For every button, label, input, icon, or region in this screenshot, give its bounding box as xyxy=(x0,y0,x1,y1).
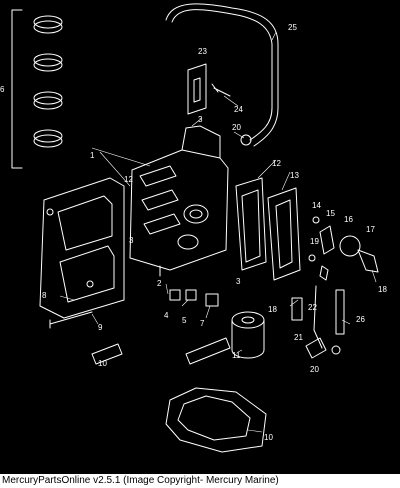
cover-plate[interactable] xyxy=(267,187,301,281)
sensor[interactable] xyxy=(357,249,379,273)
cylinder-block[interactable] xyxy=(129,125,229,271)
callout-11: 11 xyxy=(232,351,241,360)
sealant-tube-center[interactable] xyxy=(185,337,231,365)
callout-3c: 3 xyxy=(236,277,241,286)
thermostat[interactable] xyxy=(319,225,335,255)
clamp[interactable] xyxy=(240,134,252,146)
callout-3b: 3 xyxy=(129,236,134,245)
callout-18b: 18 xyxy=(268,305,277,314)
callout-16: 16 xyxy=(344,215,353,224)
plug[interactable] xyxy=(185,289,197,301)
callout-10b: 10 xyxy=(264,433,273,442)
callout-19: 19 xyxy=(310,237,319,246)
gasket[interactable] xyxy=(235,177,267,271)
callout-5: 5 xyxy=(182,316,187,325)
callout-24: 24 xyxy=(234,105,243,114)
washer[interactable] xyxy=(312,216,320,224)
crankcase-cover[interactable] xyxy=(39,177,125,319)
exploded-parts-diagram: 1 2 3 3 3 4 5 6 7 8 9 10 10 11 12 12 13 … xyxy=(0,3,387,453)
callout-21: 21 xyxy=(294,333,303,342)
callout-17: 17 xyxy=(366,225,375,234)
hose-bracket[interactable] xyxy=(187,63,207,115)
callout-1: 1 xyxy=(90,151,95,160)
callout-20a: 20 xyxy=(232,123,241,132)
callout-22: 22 xyxy=(308,303,317,312)
callout-15: 15 xyxy=(326,209,335,218)
callout-3a: 3 xyxy=(198,115,203,124)
image-copyright-footer: MercuryPartsOnline v2.5.1 (Image Copyrig… xyxy=(0,474,400,488)
callout-26: 26 xyxy=(356,315,365,324)
connector[interactable] xyxy=(305,337,327,359)
grommet[interactable] xyxy=(308,254,316,262)
dowel-pin[interactable] xyxy=(169,289,181,301)
leader-lines xyxy=(59,31,377,433)
callout-14: 14 xyxy=(312,201,321,210)
callout-4: 4 xyxy=(164,311,169,320)
callout-12a: 12 xyxy=(272,159,281,168)
callout-6: 6 xyxy=(0,85,5,94)
callout-9: 9 xyxy=(98,323,103,332)
callout-12b: 12 xyxy=(124,175,133,184)
tube[interactable] xyxy=(335,289,345,335)
callout-13: 13 xyxy=(290,171,299,180)
piston-rings-group[interactable] xyxy=(11,9,63,169)
callout-18a: 18 xyxy=(378,285,387,294)
bolt[interactable] xyxy=(49,311,93,329)
callout-10a: 10 xyxy=(98,359,107,368)
callout-20b: 20 xyxy=(310,365,319,374)
callout-23: 23 xyxy=(198,47,207,56)
fitting[interactable] xyxy=(319,265,329,281)
callout-8: 8 xyxy=(42,291,47,300)
callout-labels: 1 2 3 3 3 4 5 6 7 8 9 10 10 11 12 12 13 … xyxy=(0,23,387,442)
plug-large[interactable] xyxy=(205,293,219,307)
clamp-lower[interactable] xyxy=(331,345,341,355)
thermostat-housing[interactable] xyxy=(339,235,361,257)
callout-7: 7 xyxy=(200,319,205,328)
callout-2: 2 xyxy=(157,279,162,288)
adapter-plate-gasket[interactable] xyxy=(165,387,267,453)
callout-25: 25 xyxy=(288,23,297,32)
sealant-tube-left[interactable] xyxy=(91,343,123,365)
sealant-tube[interactable] xyxy=(291,297,303,321)
screw[interactable] xyxy=(211,83,231,97)
sensor-wire[interactable] xyxy=(313,285,323,349)
oil-filter[interactable] xyxy=(231,311,265,359)
hose[interactable] xyxy=(171,9,273,141)
